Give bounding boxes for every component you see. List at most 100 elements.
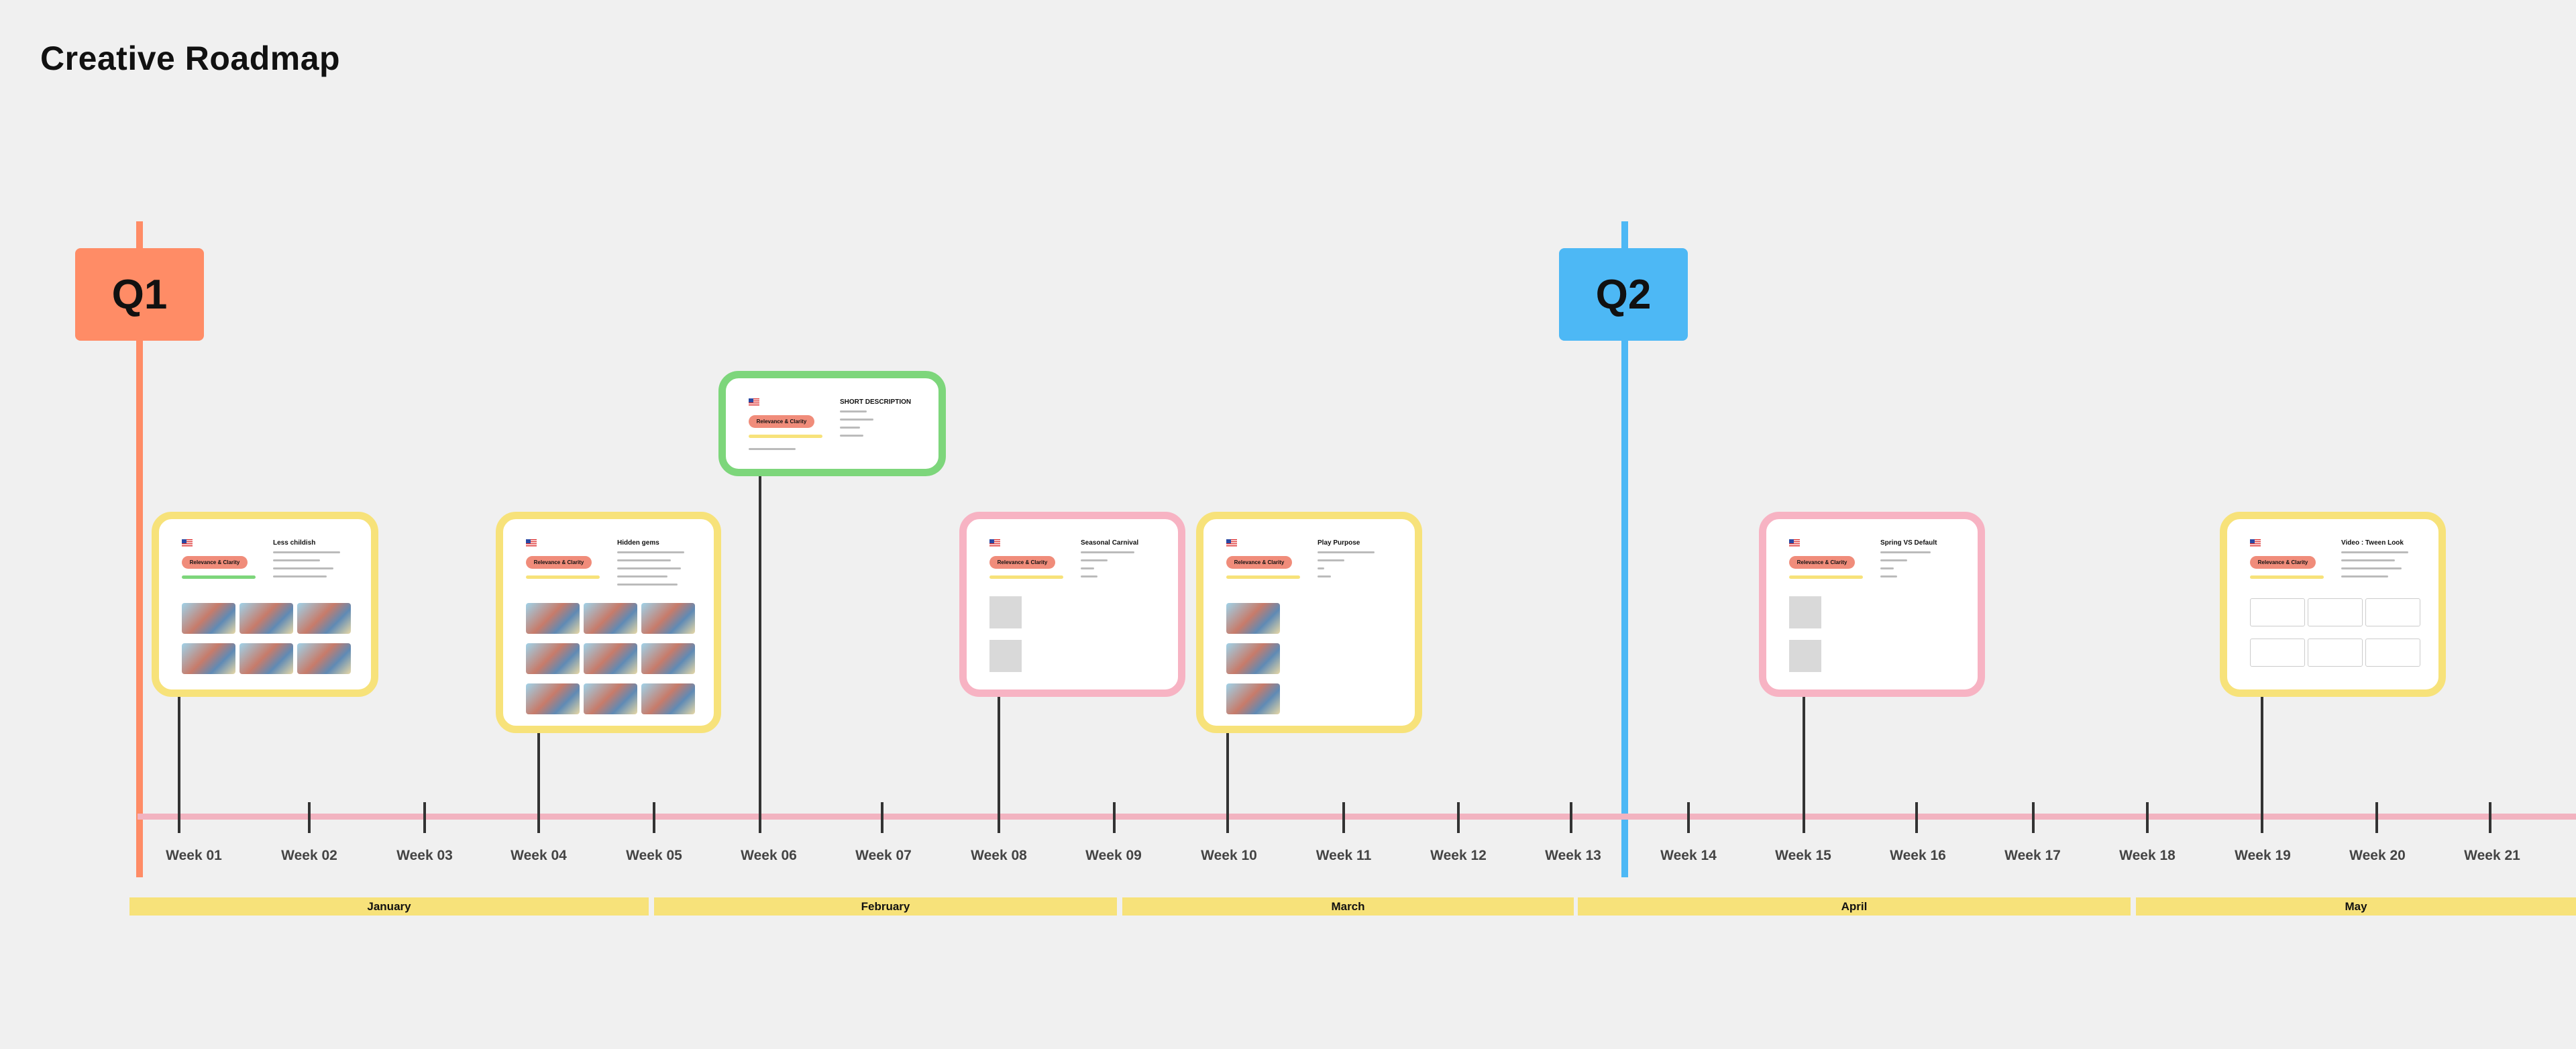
- text-line: [617, 551, 684, 553]
- thumbnail-image[interactable]: [182, 603, 235, 634]
- card-title: Less childish: [273, 539, 316, 547]
- thumbnail-image[interactable]: [641, 643, 695, 674]
- image-slot: [2308, 598, 2363, 626]
- image-placeholder: [989, 640, 1022, 672]
- progress-bar: [1226, 575, 1300, 579]
- week-tick: [2375, 802, 2378, 833]
- us-flag-icon: [989, 539, 1000, 547]
- card-tag: Relevance & Clarity: [2250, 556, 2316, 569]
- week-tick: [2032, 802, 2035, 833]
- week-label: Week 14: [1660, 848, 1717, 863]
- week-tick: [1915, 802, 1918, 833]
- text-line: [1318, 575, 1331, 577]
- q1-label: Q1: [111, 271, 168, 318]
- thumbnail-image[interactable]: [239, 603, 293, 634]
- week-label: Week 04: [511, 848, 567, 863]
- card-tag: Relevance & Clarity: [749, 415, 814, 428]
- text-line: [1318, 559, 1344, 561]
- thumbnail-image[interactable]: [526, 643, 580, 674]
- week-label: Week 05: [626, 848, 682, 863]
- card-tag: Relevance & Clarity: [1789, 556, 1855, 569]
- week-tick: [1457, 802, 1460, 833]
- q2-marker-line: [1621, 221, 1628, 877]
- text-line: [1081, 559, 1108, 561]
- progress-bar: [182, 575, 256, 579]
- roadmap-card[interactable]: Relevance & Clarity Spring VS Default: [1759, 512, 1985, 697]
- thumbnail-image[interactable]: [297, 603, 351, 634]
- week-label: Week 02: [281, 848, 337, 863]
- month-band-march: March: [1122, 897, 1574, 916]
- week-label: Week 07: [855, 848, 912, 863]
- q1-marker-line: [136, 221, 143, 877]
- text-line: [1081, 551, 1134, 553]
- roadmap-card[interactable]: Relevance & Clarity Video : Tween Look: [2220, 512, 2446, 697]
- card-title: SHORT DESCRIPTION: [840, 398, 912, 406]
- image-placeholder: [989, 596, 1022, 628]
- text-line: [2341, 575, 2388, 577]
- us-flag-icon: [526, 539, 537, 547]
- text-line: [840, 427, 860, 429]
- card-tag-label: Relevance & Clarity: [2257, 559, 2308, 565]
- card-tag: Relevance & Clarity: [989, 556, 1055, 569]
- week-tick: [1687, 802, 1690, 833]
- page-title: Creative Roadmap: [40, 40, 341, 77]
- week-label: Week 11: [1316, 848, 1372, 863]
- card-connector: [759, 472, 761, 833]
- thumbnail-image[interactable]: [584, 603, 637, 634]
- week-tick: [1570, 802, 1572, 833]
- us-flag-icon: [182, 539, 193, 547]
- week-label: Week 12: [1430, 848, 1487, 863]
- progress-bar: [2250, 575, 2324, 579]
- roadmap-card[interactable]: Relevance & Clarity Seasonal Carnival: [959, 512, 1185, 697]
- card-title: Seasonal Carnival: [1081, 539, 1139, 547]
- thumbnail-image[interactable]: [297, 643, 351, 674]
- timeline-axis: [138, 814, 2576, 820]
- thumbnail-image[interactable]: [1226, 683, 1280, 714]
- text-line: [840, 435, 863, 437]
- thumbnail-image[interactable]: [584, 683, 637, 714]
- roadmap-card[interactable]: Relevance & Clarity SHORT DESCRIPTION: [718, 371, 946, 476]
- text-line: [1318, 551, 1375, 553]
- image-placeholder: [1789, 640, 1821, 672]
- thumbnail-image[interactable]: [1226, 643, 1280, 674]
- text-line: [617, 559, 671, 561]
- text-line: [273, 575, 327, 577]
- thumbnail-image[interactable]: [641, 683, 695, 714]
- roadmap-card[interactable]: Relevance & Clarity Less childish: [152, 512, 378, 697]
- thumbnail-image[interactable]: [584, 643, 637, 674]
- image-slot: [2250, 598, 2305, 626]
- card-connector: [2261, 691, 2263, 833]
- q1-marker[interactable]: Q1: [75, 248, 204, 341]
- text-line: [617, 584, 678, 586]
- week-tick: [653, 802, 655, 833]
- thumbnail-image[interactable]: [526, 683, 580, 714]
- text-line: [273, 551, 340, 553]
- text-line: [1318, 567, 1324, 569]
- progress-bar: [749, 435, 822, 438]
- image-slot: [2308, 639, 2363, 667]
- thumbnail-image[interactable]: [182, 643, 235, 674]
- week-tick: [1342, 802, 1345, 833]
- week-label: Week 21: [2464, 848, 2520, 863]
- roadmap-card[interactable]: Relevance & Clarity Play Purpose: [1196, 512, 1422, 733]
- text-line: [1081, 575, 1097, 577]
- week-label: Week 09: [1085, 848, 1142, 863]
- q2-marker[interactable]: Q2: [1559, 248, 1688, 341]
- card-tag-label: Relevance & Clarity: [997, 559, 1048, 565]
- thumbnail-image[interactable]: [1226, 603, 1280, 634]
- progress-bar: [989, 575, 1063, 579]
- image-slot: [2250, 639, 2305, 667]
- roadmap-card[interactable]: Relevance & Clarity Hidden gems: [496, 512, 721, 733]
- thumbnail-image[interactable]: [641, 603, 695, 634]
- card-tag-label: Relevance & Clarity: [533, 559, 584, 565]
- card-tag-label: Relevance & Clarity: [1234, 559, 1285, 565]
- thumbnail-image[interactable]: [239, 643, 293, 674]
- card-tag: Relevance & Clarity: [1226, 556, 1292, 569]
- thumbnail-image[interactable]: [526, 603, 580, 634]
- text-line: [1880, 559, 1907, 561]
- week-label: Week 20: [2349, 848, 2406, 863]
- progress-bar: [1789, 575, 1863, 579]
- card-title: Video : Tween Look: [2341, 539, 2404, 547]
- card-title: Play Purpose: [1318, 539, 1360, 547]
- month-band-january: January: [129, 897, 649, 916]
